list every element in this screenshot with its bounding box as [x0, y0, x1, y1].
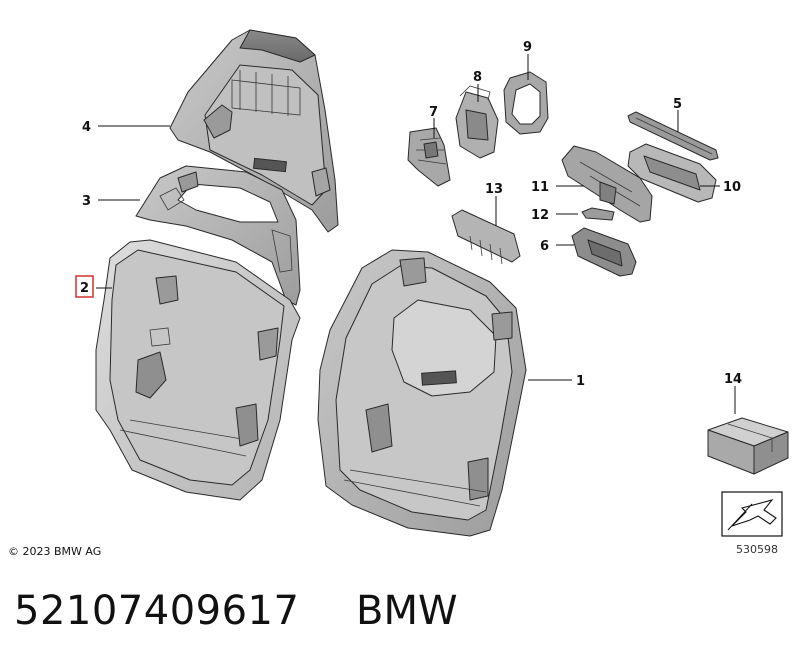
callout-2-highlight-box	[75, 275, 94, 298]
part-10-trim[interactable]	[627, 143, 717, 203]
callout-5[interactable]: 5	[673, 97, 682, 112]
callout-4[interactable]: 4	[82, 120, 91, 135]
callout-1[interactable]: 1	[576, 374, 585, 389]
leader-lines	[96, 54, 736, 414]
part-9-ring[interactable]	[503, 71, 549, 135]
callout-6[interactable]: 6	[540, 239, 549, 254]
part-14-box[interactable]	[707, 417, 789, 475]
part-3-frame[interactable]	[135, 165, 301, 306]
part-5-strip[interactable]	[627, 111, 719, 161]
part-11-plate[interactable]	[561, 145, 653, 223]
part-7-bracket[interactable]	[407, 127, 451, 187]
part-4-upper-cover[interactable]	[169, 29, 339, 233]
parts-diagram: 4 3 2 1 7 8 9 5 10 11 12 13 6 14 © 2023 …	[8, 29, 789, 558]
part-6-latch[interactable]	[571, 227, 637, 277]
diagram-number: 530598	[736, 543, 778, 556]
copyright-text: © 2023 BMW AG	[8, 545, 101, 558]
part-8-bracket[interactable]	[455, 85, 499, 159]
arrow-symbol-icon	[721, 491, 783, 537]
callout-13[interactable]: 13	[485, 182, 503, 197]
part-1-seat-back[interactable]	[317, 249, 527, 537]
part-13-comb[interactable]	[451, 209, 521, 265]
callout-2[interactable]: 2	[80, 281, 89, 296]
callout-14[interactable]: 14	[724, 372, 742, 387]
callout-11[interactable]: 11	[531, 180, 549, 195]
callout-labels: 4 3 2 1 7 8 9 5 10 11 12 13 6 14	[75, 40, 742, 389]
callout-9[interactable]: 9	[523, 40, 532, 55]
callout-10[interactable]: 10	[723, 180, 741, 195]
brand-name: BMW	[356, 588, 458, 634]
part-12-plate[interactable]	[581, 207, 615, 221]
part-2-rear-panel[interactable]	[95, 239, 301, 501]
part-number: 52107409617	[14, 588, 300, 634]
callout-12[interactable]: 12	[531, 208, 549, 223]
callout-7[interactable]: 7	[429, 105, 438, 120]
callout-8[interactable]: 8	[473, 70, 482, 85]
callout-3[interactable]: 3	[82, 194, 91, 209]
